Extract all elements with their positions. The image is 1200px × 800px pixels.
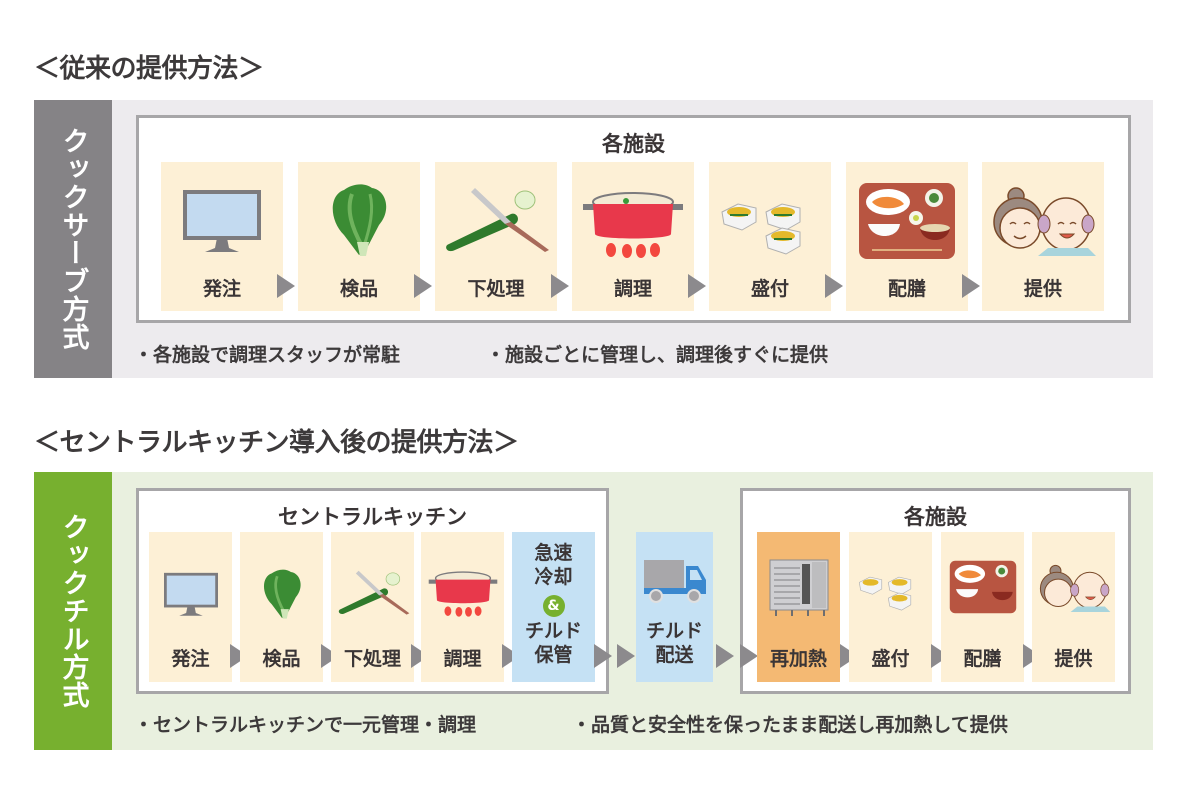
step-label: 下処理 xyxy=(343,648,401,670)
cook-chill-panel: クックチル方式 セントラルキッチン 各施設 発注 検品 下処理 xyxy=(34,472,1153,750)
note-1: ・各施設で調理スタッフが常駐 xyxy=(134,344,401,366)
step-card-order: 発注 xyxy=(161,162,283,311)
ampersand-badge: & xyxy=(512,594,595,617)
ampersand-icon: & xyxy=(542,595,565,617)
step-card-serving-tray: 配膳 xyxy=(846,162,968,311)
note-1: ・セントラルキッチンで一元管理・調理 xyxy=(134,714,477,736)
method-label: クックチル方式 xyxy=(57,513,89,709)
section-heading-cookchill: ＜セントラルキッチン導入後の提供方法＞ xyxy=(34,428,519,458)
lettuce-icon xyxy=(332,184,387,256)
food-bowls-icon xyxy=(721,203,801,255)
step-label: 調理 xyxy=(443,648,482,670)
step-card-reheat: 再加熱 xyxy=(757,532,840,682)
step-card-plating: 盛付 xyxy=(849,532,932,682)
arrow-right-icon xyxy=(716,644,734,668)
arrow-right-icon xyxy=(962,274,980,298)
step-card-cooking: 調理 xyxy=(572,162,694,311)
method-label-bar: クックチル方式 xyxy=(34,472,112,750)
arrow-right-icon xyxy=(277,274,295,298)
food-bowls-icon xyxy=(858,576,911,611)
box-title: 各施設 xyxy=(904,505,967,529)
step-label: 調理 xyxy=(613,278,652,300)
arrow-right-icon xyxy=(594,644,612,668)
step-label-line: チルド xyxy=(524,620,582,642)
arrow-right-icon xyxy=(551,274,569,298)
meal-tray-icon xyxy=(859,183,955,259)
step-label: 検品 xyxy=(339,278,378,300)
step-label: 盛付 xyxy=(871,648,910,670)
step-card-chilled-delivery: チルド 配送 xyxy=(636,532,713,682)
step-label-line: 配送 xyxy=(655,644,694,666)
step-label-line: 保管 xyxy=(534,644,573,666)
step-card-prep: 下処理 xyxy=(435,162,557,311)
step-card-prep: 下処理 xyxy=(331,532,414,682)
step-card-inspection: 検品 xyxy=(240,532,323,682)
step-label: 配膳 xyxy=(963,648,1002,670)
step-card-cooking: 調理 xyxy=(421,532,504,682)
meal-tray-icon xyxy=(949,560,1016,614)
step-label-line: チルド xyxy=(645,620,703,642)
note-2: ・施設ごとに管理し、調理後すぐに提供 xyxy=(486,344,829,366)
elderly-couple-icon xyxy=(1039,564,1110,612)
step-label-line: 急速 xyxy=(534,542,573,564)
pot-on-stove-icon xyxy=(583,192,683,258)
arrow-right-icon xyxy=(825,274,843,298)
monitor-icon xyxy=(163,572,218,616)
step-card-plating: 盛付 xyxy=(709,162,831,311)
step-label: 発注 xyxy=(202,278,241,300)
step-label: 提供 xyxy=(1054,648,1093,670)
step-label: 発注 xyxy=(171,648,210,670)
arrow-right-icon xyxy=(740,644,758,668)
step-label: 検品 xyxy=(262,648,301,670)
step-card-serving-tray: 配膳 xyxy=(941,532,1024,682)
step-card-provide: 提供 xyxy=(982,162,1104,311)
method-label: クックサーブ方式 xyxy=(57,127,89,351)
box-title: セントラルキッチン xyxy=(278,505,467,529)
elderly-couple-icon xyxy=(993,187,1096,256)
lettuce-icon xyxy=(263,569,301,619)
knife-cucumber-icon xyxy=(446,188,549,252)
step-card-inspection: 検品 xyxy=(298,162,420,311)
step-label: 再加熱 xyxy=(769,648,827,670)
note-2: ・品質と安全性を保ったまま配送し再加熱して提供 xyxy=(572,714,1008,736)
step-label: 下処理 xyxy=(467,278,525,300)
section-heading-traditional: ＜従来の提供方法＞ xyxy=(34,54,264,84)
step-label-line: 冷却 xyxy=(534,566,573,588)
arrow-right-icon xyxy=(688,274,706,298)
step-card-order: 発注 xyxy=(149,532,232,682)
truck-icon xyxy=(643,560,706,603)
step-card-rapid-chill-storage: 急速 冷却 & チルド 保管 xyxy=(512,532,595,682)
monitor-icon xyxy=(183,190,261,252)
step-label: 提供 xyxy=(1023,278,1062,300)
method-label-bar: クックサーブ方式 xyxy=(34,100,112,378)
step-card-provide: 提供 xyxy=(1032,532,1115,682)
combi-oven-icon xyxy=(769,559,828,616)
step-label: 配膳 xyxy=(887,278,926,300)
arrow-right-icon xyxy=(617,644,635,668)
cook-serve-panel: クックサーブ方式 各施設 発注 検品 下処理 xyxy=(34,100,1153,378)
pot-on-stove-icon xyxy=(428,571,497,617)
step-label: 盛付 xyxy=(750,278,789,300)
arrow-right-icon xyxy=(414,274,432,298)
knife-cucumber-icon xyxy=(338,570,409,615)
box-title: 各施設 xyxy=(602,132,665,156)
